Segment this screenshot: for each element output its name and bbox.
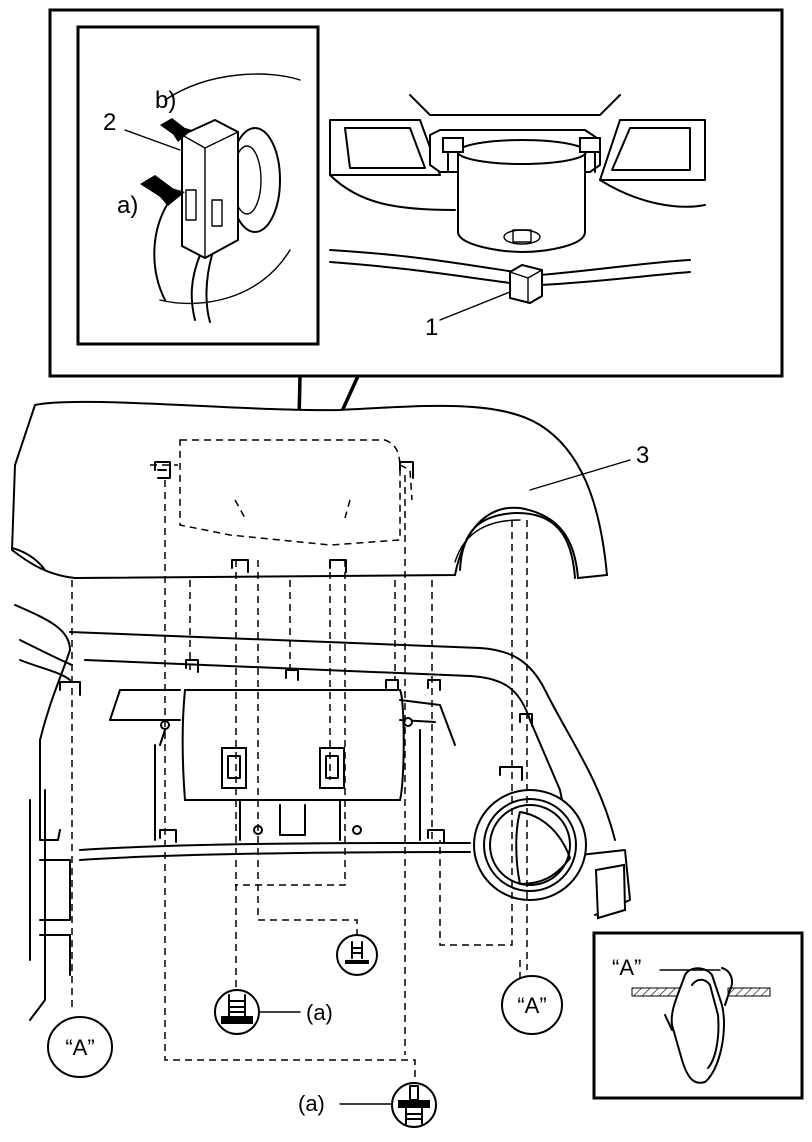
actuator-assembly: [329, 94, 706, 321]
vehicle-body: [14, 604, 631, 1021]
clip-ref-left: “A”: [65, 1035, 94, 1060]
clip-ref-circle-left: [47, 1016, 113, 1078]
callout-arrow-b: b): [155, 87, 176, 114]
clip-ref-circle-right: [501, 975, 563, 1035]
clip-detail-box: [592, 931, 804, 1100]
connector-detail-inset: [76, 25, 320, 346]
assembly-guide-lines: [71, 475, 528, 1085]
labels: b) 2 a) 1 3 (a) (a) “A” “A” “A”: [65, 87, 649, 1116]
callout-part-3: 3: [636, 442, 649, 469]
detail-view-title: “A”: [612, 955, 641, 980]
clip-ref-right: “A”: [517, 993, 546, 1018]
bolt-fastener-upper: [214, 989, 301, 1035]
rivet-fastener: [336, 934, 378, 976]
quarter-panel: [10, 400, 631, 580]
callout-part-1: 1: [425, 314, 438, 341]
bolt-fastener-lower: [339, 1082, 437, 1128]
bolt-label-upper: (a): [306, 1000, 333, 1025]
clip-markers: [59, 461, 533, 843]
bolt-label-lower: (a): [298, 1091, 325, 1116]
callout-arrow-a: a): [117, 192, 138, 219]
callout-part-2: 2: [103, 109, 116, 136]
